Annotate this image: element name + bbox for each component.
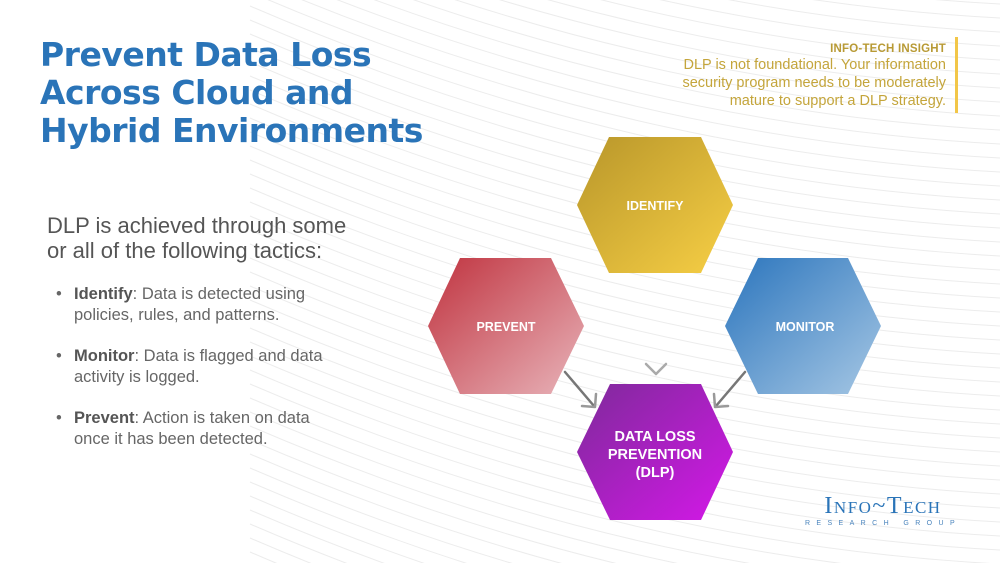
logo-wordmark: Info~Tech (824, 493, 942, 519)
hexagon-label-line: DATA LOSS (614, 429, 695, 445)
tactic-monitor: • Monitor: Data is flagged and data acti… (56, 346, 344, 388)
tactic-term: Monitor (74, 347, 135, 365)
background-line (812, 0, 1000, 19)
bullet: • (56, 409, 62, 427)
background-line (249, 509, 385, 563)
background-line (249, 5, 1000, 187)
info-tech-insight: INFO-TECH INSIGHT DLP is not foundationa… (682, 42, 946, 110)
title-line: Hybrid Environments (40, 111, 423, 150)
tactic-description: : Data is detected using policies, rules… (74, 285, 306, 324)
background-line (249, 257, 1000, 439)
background-line (249, 439, 617, 563)
hexagon-label: PREVENT (476, 320, 535, 334)
logo-tagline: RESEARCH GROUP (804, 520, 962, 527)
intro-text: DLP is achieved through some or all of t… (47, 213, 346, 263)
tactic-prevent: • Prevent: Action is taken on data once … (56, 408, 344, 450)
background-line (727, 0, 1000, 33)
background-line (454, 0, 1000, 103)
background-line (547, 0, 1000, 75)
insight-label: INFO-TECH INSIGHT (830, 43, 946, 55)
background-line (249, 425, 678, 563)
hexagon-dlp: DATA LOSS PREVENTION (DLP) (577, 384, 733, 520)
arrow-identify-to-dlp (644, 284, 668, 376)
hexagon-label: MONITOR (776, 320, 835, 334)
background-line (249, 215, 1000, 397)
tactic-description: : Action is taken on data once it has be… (74, 409, 310, 448)
hexagon-identify: IDENTIFY (577, 137, 733, 273)
background-line (249, 481, 468, 563)
hexagon-label-line: (DLP) (636, 465, 675, 481)
background-line (412, 0, 1000, 117)
background-line (249, 411, 751, 563)
insight-accent-bar (955, 37, 958, 113)
background-line (249, 453, 563, 563)
background-line (600, 0, 1000, 61)
insight-text: DLP is not foundational. Your informatio… (682, 56, 946, 110)
title-line: Prevent Data Loss (40, 35, 372, 74)
bullet: • (56, 347, 62, 365)
hexagon-prevent: PREVENT (428, 258, 584, 394)
intro-line: DLP is achieved through some (47, 213, 347, 238)
background-line (301, 0, 1000, 159)
tactic-term: Prevent (74, 409, 135, 427)
background-line (249, 467, 513, 563)
background-line (373, 0, 1000, 131)
bullet: • (56, 285, 62, 303)
background-line (249, 187, 1000, 369)
background-line (336, 0, 1000, 145)
background-line (499, 0, 1000, 89)
hexagon-monitor: MONITOR (725, 258, 881, 394)
background-line (249, 243, 1000, 425)
tactic-description: : Data is flagged and data activity is l… (74, 347, 323, 386)
background-line (249, 229, 1000, 411)
tactic-identify: • Identify: Data is detected using polic… (56, 284, 344, 326)
background-line (659, 0, 1000, 47)
insight-text-line: security program needs to be moderately (682, 75, 946, 91)
insight-text-line: DLP is not foundational. Your informatio… (683, 57, 946, 73)
insight-text-line: mature to support a DLP strategy. (729, 93, 946, 109)
background-line (249, 201, 1000, 383)
arrow-prevent-to-dlp (563, 370, 598, 409)
tactic-term: Identify (74, 285, 133, 303)
background-line (249, 495, 425, 563)
hexagon-label: IDENTIFY (627, 199, 685, 213)
background-line (249, 173, 1000, 355)
background-line (267, 0, 1000, 173)
slide-title: Prevent Data Loss Across Cloud and Hybri… (40, 36, 423, 150)
hexagon-label-line: PREVENTION (608, 447, 702, 463)
arrow-monitor-to-dlp (712, 370, 747, 409)
background-line (249, 397, 842, 563)
title-line: Across Cloud and (40, 73, 354, 112)
tactics-list: • Identify: Data is detected using polic… (56, 284, 344, 470)
intro-line: or all of the following tactics: (47, 238, 323, 263)
info-tech-logo: Info~Tech RESEARCH GROUP (803, 494, 963, 529)
background-line (249, 159, 1000, 341)
